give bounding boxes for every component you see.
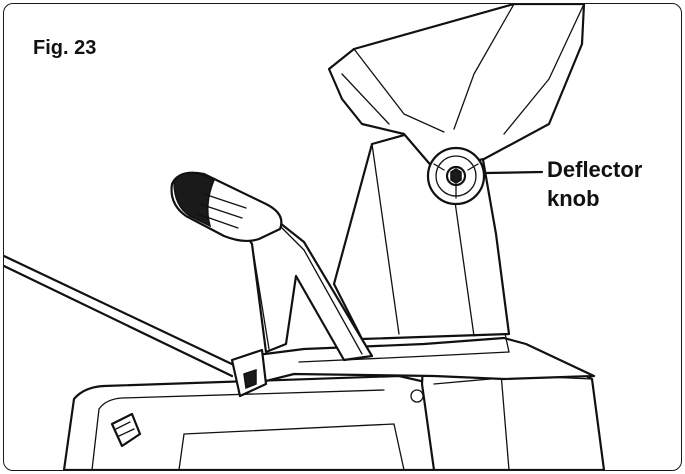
deflector-knob-callout: Deflector knob (547, 155, 642, 213)
deflector-knob (426, 146, 486, 206)
figure-frame: Fig. 23 Deflector knob (3, 3, 682, 471)
callout-text-line-2: knob (547, 186, 600, 211)
lower-housing (62, 374, 446, 470)
chute-base (230, 328, 596, 398)
deflector-hood (327, 4, 586, 171)
snowblower-chute-illustration (4, 4, 606, 470)
crank-arm (236, 210, 374, 362)
figure-number: Fig. 23 (33, 37, 97, 59)
crank-handle-grip (170, 171, 283, 243)
control-rod (4, 254, 238, 378)
callout-text-line-1: Deflector (547, 157, 643, 182)
callout-leader-line (484, 170, 544, 175)
